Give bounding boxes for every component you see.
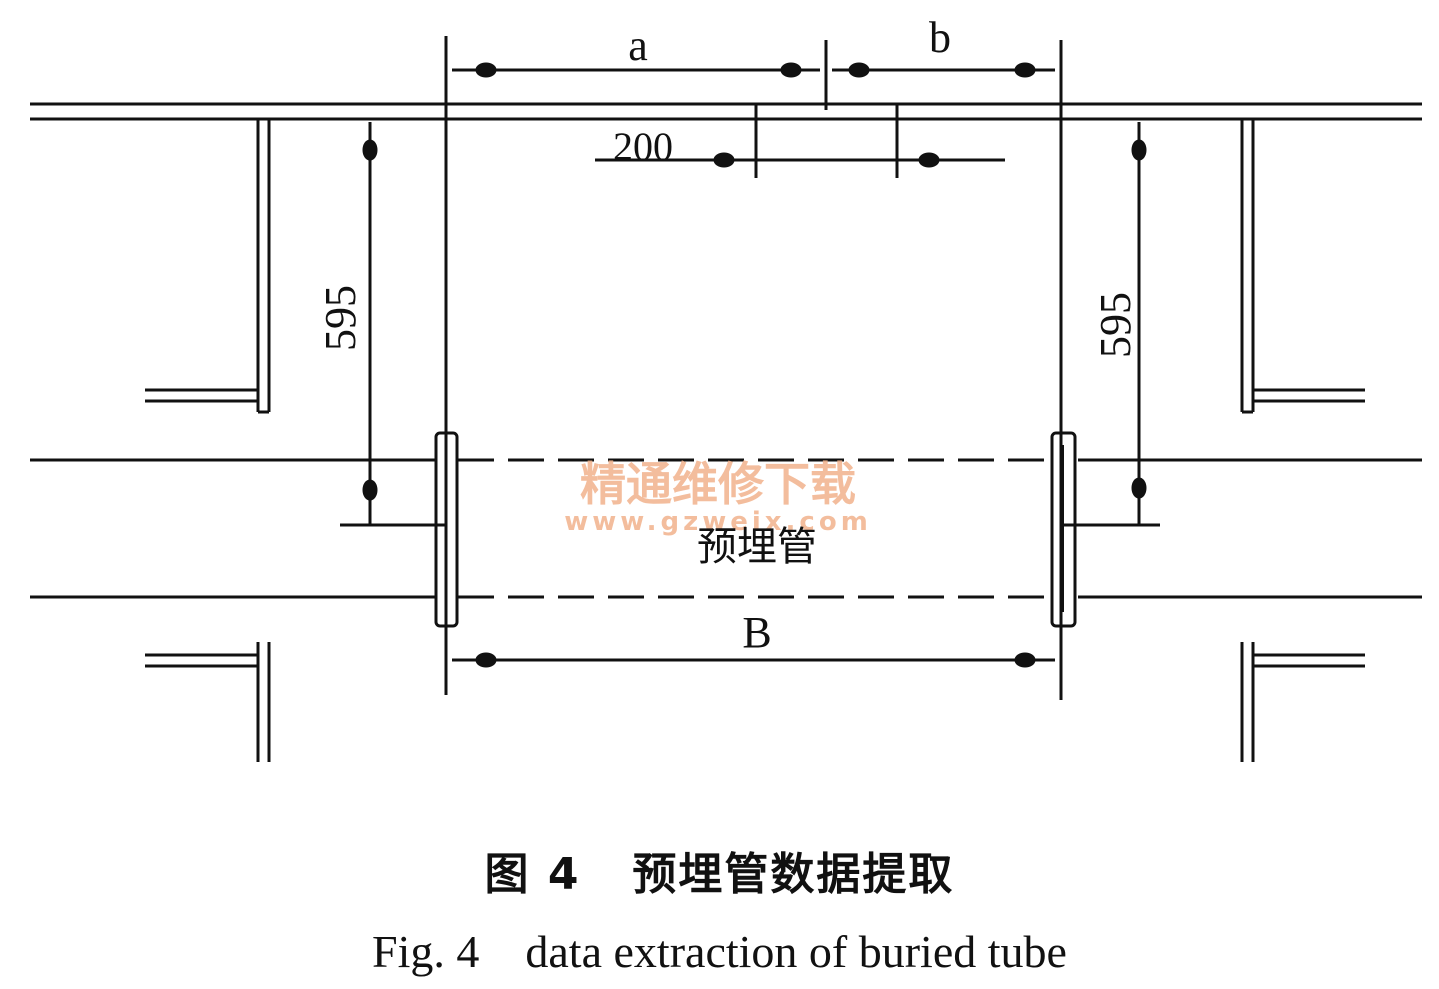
dimension-label-b: b — [929, 13, 951, 62]
tube-walls — [30, 458, 1422, 599]
left-upper-column — [145, 119, 271, 414]
watermark-url: www.gzweix.com — [564, 507, 872, 537]
right-lower-column — [1240, 642, 1365, 762]
left-lower-column — [145, 642, 271, 762]
top-beam — [30, 102, 1422, 121]
dimension-label-left-595: 595 — [316, 285, 365, 351]
buried-tube-diagram: a b 200 595 595 B 精通维修下载 www.gzweix.com … — [30, 13, 1422, 762]
dimension-lines — [362, 62, 1147, 668]
dimension-label-right-595: 595 — [1091, 292, 1140, 358]
right-upper-column — [1240, 119, 1365, 414]
figure-caption-english: Fig. 4 data extraction of buried tube — [372, 926, 1067, 977]
dimension-label-B: B — [742, 608, 771, 657]
dimension-label-200: 200 — [613, 124, 673, 169]
buried-tube-label: 预埋管 — [697, 524, 817, 570]
figure-caption-chinese: 图 4 预埋管数据提取 — [484, 849, 955, 900]
dimension-label-a: a — [628, 21, 648, 70]
extension-lines — [340, 36, 1160, 700]
watermark-text: 精通维修下载 — [580, 457, 856, 511]
